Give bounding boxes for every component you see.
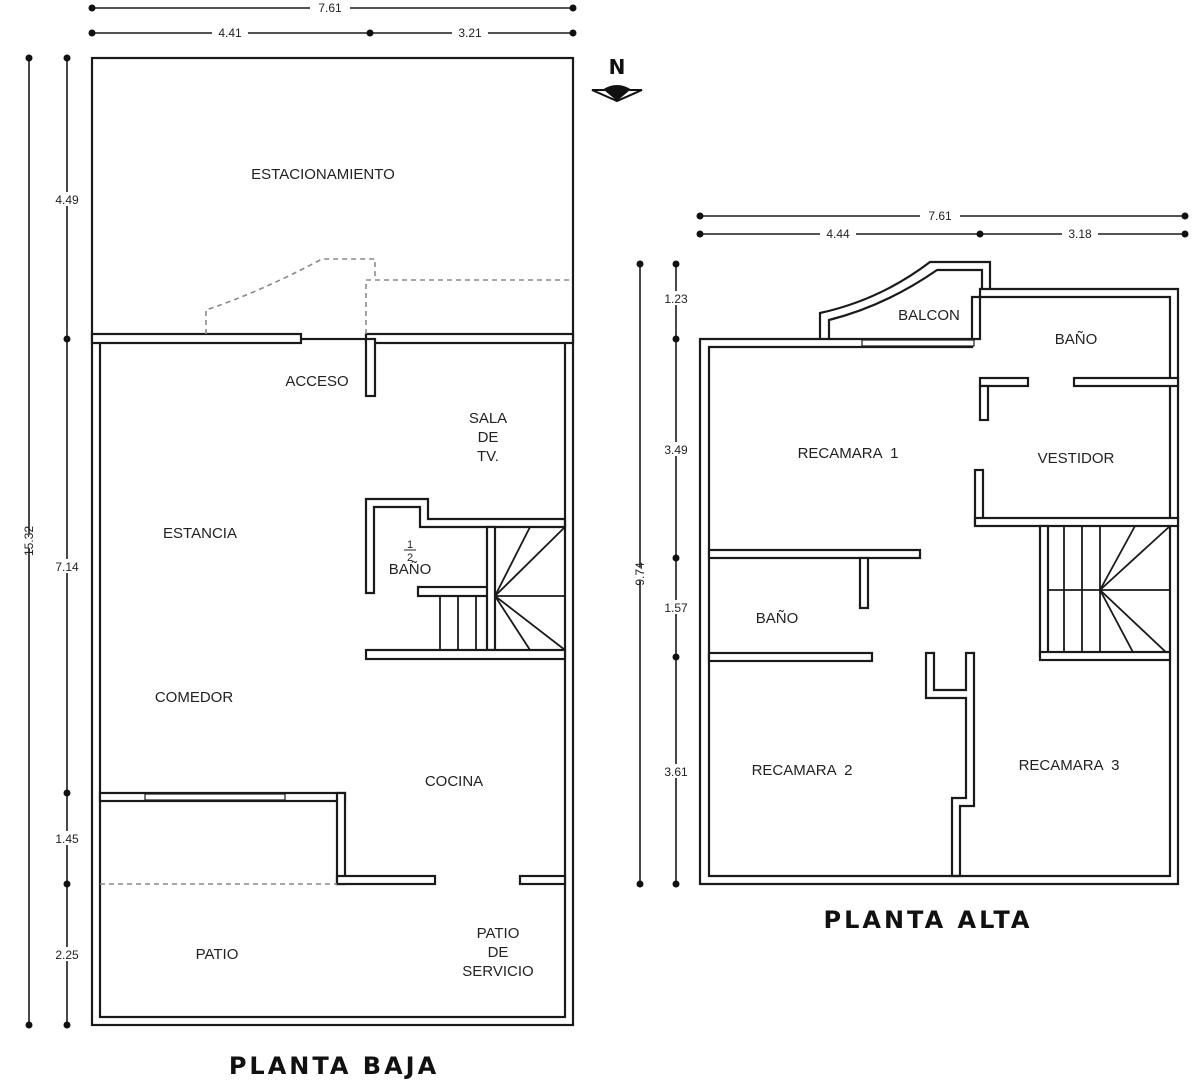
room-balcon: BALCON xyxy=(898,307,960,324)
pa-room-labels: BALCON BAÑO RECAMARA 1 VESTIDOR BAÑO REC… xyxy=(752,307,1120,779)
pb-title: PLANTA BAJA xyxy=(229,1052,439,1080)
pb-inner-boundary xyxy=(98,337,567,1019)
pa-dim-top-total: 7.61 xyxy=(928,209,952,223)
pa-left-dimensions: 9.74 1.23 3.49 1.57 3.61 xyxy=(627,260,695,888)
pa-dim-top-right: 3.18 xyxy=(1068,227,1092,241)
pa-balcony xyxy=(818,260,992,347)
pa-dim-seg-4: 3.61 xyxy=(664,765,688,779)
pb-dim-seg-3: 1.45 xyxy=(55,832,79,846)
room-estancia: ESTANCIA xyxy=(163,525,237,542)
pa-upper-right-walls xyxy=(973,376,1180,528)
room-vestidor: VESTIDOR xyxy=(1038,450,1115,467)
pb-dim-seg-4: 2.25 xyxy=(55,948,79,962)
pa-dim-seg-2: 3.49 xyxy=(664,443,688,457)
room-acceso: ACCESO xyxy=(285,373,348,390)
pb-dim-top-total: 7.61 xyxy=(318,1,342,15)
room-bano-top: BAÑO xyxy=(1055,331,1098,348)
pa-dim-seg-1: 1.23 xyxy=(664,292,688,306)
room-recamara-1: RECAMARA 1 xyxy=(798,445,899,462)
pa-middle-walls xyxy=(707,548,922,663)
room-sala-tv-line-1: SALA xyxy=(469,410,507,427)
pb-dim-seg-2: 7.14 xyxy=(55,560,79,574)
room-recamara-3: RECAMARA 3 xyxy=(1019,757,1120,774)
pb-gate-dashed xyxy=(205,258,573,334)
pb-rear-walls xyxy=(98,791,567,886)
pb-left-dimensions: 15.32 4.49 7.14 1.45 2.25 xyxy=(16,54,86,1029)
room-patio-servicio-line-2: DE xyxy=(488,944,509,961)
north-label: N xyxy=(609,55,626,79)
room-patio-servicio-line-3: SERVICIO xyxy=(462,963,533,980)
pa-closet-walls xyxy=(924,651,976,878)
pb-room-labels: ESTACIONAMIENTO ACCESO SALA DE TV. ESTAN… xyxy=(155,166,534,980)
room-bano-mid: BAÑO xyxy=(756,610,799,627)
room-patio: PATIO xyxy=(196,946,239,963)
pa-outer-boundary xyxy=(698,287,1180,886)
room-half-bath: BAÑO xyxy=(389,561,432,578)
pb-dim-top-right: 3.21 xyxy=(458,26,482,40)
room-comedor: COMEDOR xyxy=(155,689,234,706)
pa-dim-top-left: 4.44 xyxy=(826,227,850,241)
room-sala-tv-line-2: DE xyxy=(478,429,499,446)
room-recamara-2: RECAMARA 2 xyxy=(752,762,853,779)
room-patio-servicio-line-1: PATIO xyxy=(477,925,520,942)
room-half-bath-fraction-num: 1 xyxy=(407,539,413,551)
planta-baja: 7.61 4.41 3.21 15.32 4.49 xyxy=(16,1,577,1080)
pb-top-dimensions: 7.61 4.41 3.21 xyxy=(88,1,577,40)
pa-top-dimensions: 7.61 4.44 3.18 xyxy=(696,209,1189,241)
pb-outer-boundary xyxy=(90,56,575,1027)
pb-stair-wall xyxy=(364,648,567,661)
pb-dim-seg-1: 4.49 xyxy=(55,193,79,207)
planta-alta: 7.61 4.44 3.18 9.74 1.23 3.49 xyxy=(627,209,1189,934)
pa-dim-total-height: 9.74 xyxy=(633,562,647,586)
pa-dim-seg-3: 1.57 xyxy=(664,601,688,615)
room-half-bath-fraction-den: 2 xyxy=(407,552,413,564)
pb-half-bath-walls xyxy=(364,497,567,652)
pb-dim-total-height: 15.32 xyxy=(22,526,36,556)
room-sala-tv-line-3: TV. xyxy=(477,448,499,465)
pa-title: PLANTA ALTA xyxy=(824,906,1033,934)
pb-stairs xyxy=(439,526,566,651)
pa-inner-boundary xyxy=(707,295,1172,878)
north-arrow-icon: N xyxy=(591,55,643,103)
pb-front-wall xyxy=(90,332,575,398)
room-cocina: COCINA xyxy=(425,773,483,790)
room-estacionamiento: ESTACIONAMIENTO xyxy=(251,166,395,183)
pa-stairs xyxy=(1038,524,1172,662)
pb-dim-top-left: 4.41 xyxy=(218,26,242,40)
